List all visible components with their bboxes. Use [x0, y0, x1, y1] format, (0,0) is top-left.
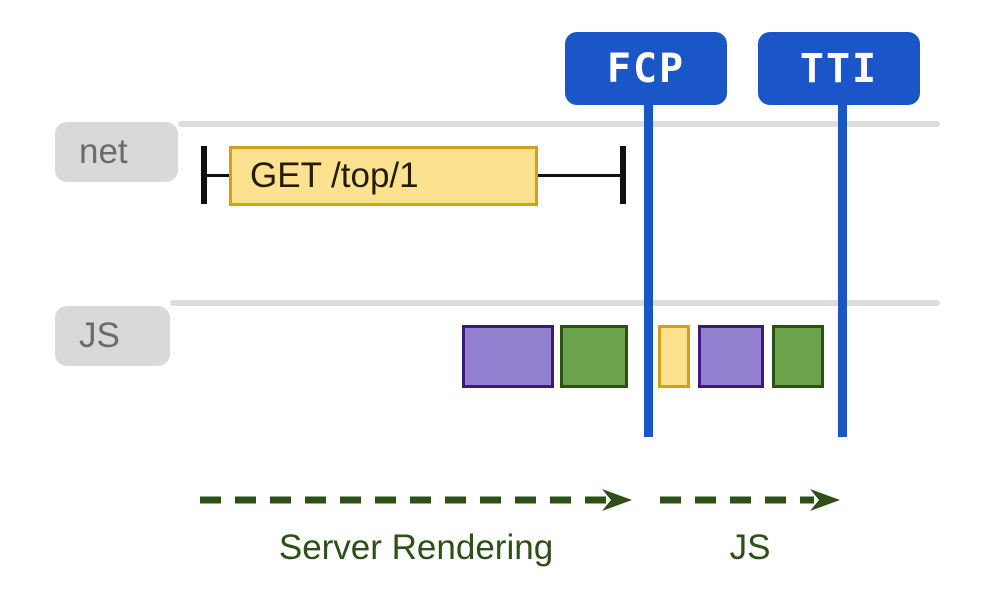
phase-label-server-rendering: Server Rendering — [278, 528, 554, 567]
track-pill-net: net — [55, 122, 178, 182]
js-task-block[interactable] — [698, 325, 764, 388]
network-request-label: GET /top/1 — [250, 156, 419, 195]
track-label-js: JS — [79, 316, 120, 355]
metric-line-tti — [838, 100, 847, 437]
phase-arrow-server-rendering — [200, 489, 632, 511]
track-line-js — [170, 300, 940, 306]
metric-badge-fcp[interactable]: FCP — [565, 32, 727, 105]
phase-label-js: JS — [729, 528, 771, 567]
track-pill-js: JS — [55, 306, 170, 366]
js-task-block[interactable] — [560, 325, 628, 388]
metric-badge-label-tti: TTI — [799, 45, 879, 92]
request-start-tick — [201, 146, 207, 204]
track-line-net — [178, 121, 940, 127]
js-task-block[interactable] — [462, 325, 554, 388]
js-task-block[interactable] — [772, 325, 824, 388]
metric-badge-tti[interactable]: TTI — [758, 32, 920, 105]
request-end-tick — [620, 146, 626, 204]
track-label-net: net — [79, 132, 128, 171]
phase-arrow-js — [660, 489, 840, 511]
metric-line-fcp — [644, 100, 653, 437]
js-task-block[interactable] — [658, 325, 690, 388]
metric-badge-label-fcp: FCP — [606, 45, 686, 92]
network-request-bar[interactable]: GET /top/1 — [229, 146, 538, 206]
